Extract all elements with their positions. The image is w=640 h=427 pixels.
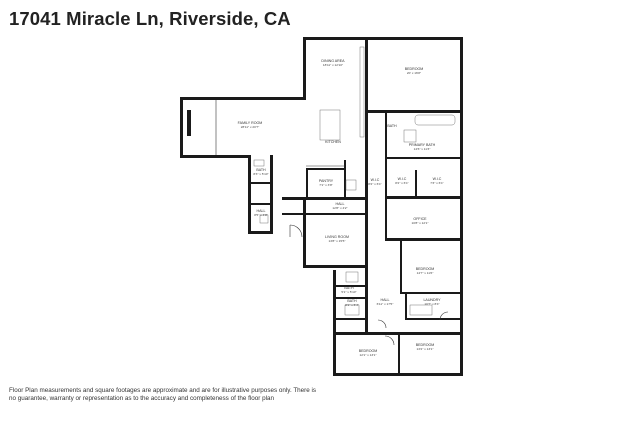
svg-text:W.I.C: W.I.C xyxy=(398,177,407,181)
svg-text:KITCHEN: KITCHEN xyxy=(325,140,341,144)
svg-text:7'1" x 3'8": 7'1" x 3'8" xyxy=(319,183,333,187)
svg-text:14'7" x 11'6": 14'7" x 11'6" xyxy=(417,271,434,275)
svg-text:HALL: HALL xyxy=(336,202,345,206)
svg-text:OFFICE: OFFICE xyxy=(413,217,427,221)
svg-text:LIVING ROOM: LIVING ROOM xyxy=(325,235,349,239)
svg-text:7'3" x 6'1": 7'3" x 6'1" xyxy=(430,181,444,185)
svg-text:BATH: BATH xyxy=(344,286,354,290)
svg-text:13'2" x 13'1": 13'2" x 13'1" xyxy=(417,347,434,351)
svg-text:5'1" x 5'10": 5'1" x 5'10" xyxy=(341,290,356,294)
room-label-wic1: W.I.C8'2" x 6'1" xyxy=(395,177,409,185)
fixtures xyxy=(215,46,456,346)
room-label-wic3: W.I.C8'2" x 6'1" xyxy=(368,178,382,186)
disclaimer-text: Floor Plan measurements and square foota… xyxy=(9,387,317,403)
svg-text:8'2" x 6'1": 8'2" x 6'1" xyxy=(395,181,409,185)
svg-text:12'8" x 4'2": 12'8" x 4'2" xyxy=(332,206,347,210)
svg-text:14'6" x 11'3": 14'6" x 11'3" xyxy=(414,147,431,151)
svg-text:BEDROOM: BEDROOM xyxy=(405,67,424,71)
svg-text:8'1" x 5'4": 8'1" x 5'4" xyxy=(345,303,359,307)
svg-text:28'11" x 20'7": 28'11" x 20'7" xyxy=(241,125,259,129)
svg-text:BATH: BATH xyxy=(387,124,397,128)
svg-text:PRIMARY BATH: PRIMARY BATH xyxy=(409,143,436,147)
svg-text:10'7" x 8'4": 10'7" x 8'4" xyxy=(424,302,439,306)
svg-text:BEDROOM: BEDROOM xyxy=(359,349,378,353)
svg-text:PANTRY: PANTRY xyxy=(319,179,334,183)
svg-text:13'8" x 15'5": 13'8" x 15'5" xyxy=(329,239,346,243)
svg-text:BATH: BATH xyxy=(347,299,357,303)
svg-text:8'2" x 6'1": 8'2" x 6'1" xyxy=(368,182,382,186)
svg-text:W.I.C: W.I.C xyxy=(433,177,442,181)
svg-text:FAMILY ROOM: FAMILY ROOM xyxy=(238,121,263,125)
room-label-kitchen: KITCHEN xyxy=(325,140,341,144)
svg-text:BEDROOM: BEDROOM xyxy=(416,343,435,347)
walls xyxy=(180,37,463,376)
svg-text:6'11" x 17'5": 6'11" x 17'5" xyxy=(377,302,394,306)
svg-text:8'3" x 5'10": 8'3" x 5'10" xyxy=(253,172,268,176)
svg-text:10'8" x 12'1": 10'8" x 12'1" xyxy=(412,221,429,225)
svg-text:BATH: BATH xyxy=(256,168,266,172)
room-label-wic2: W.I.C7'3" x 6'1" xyxy=(430,177,444,185)
svg-text:LAUNDRY: LAUNDRY xyxy=(423,298,441,302)
svg-text:BEDROOM: BEDROOM xyxy=(416,267,435,271)
svg-text:18'11" x 12'10": 18'11" x 12'10" xyxy=(323,63,343,67)
svg-text:20' x 16'8": 20' x 16'8" xyxy=(407,71,421,75)
page-title: 17041 Miracle Ln, Riverside, CA xyxy=(9,8,291,29)
svg-text:HALL: HALL xyxy=(257,209,266,213)
svg-text:12'1" x 13'1": 12'1" x 13'1" xyxy=(360,353,377,357)
room-label-bath1: BATH xyxy=(387,124,397,128)
svg-text:DINING AREA: DINING AREA xyxy=(321,59,345,63)
svg-text:W.I.C: W.I.C xyxy=(371,178,380,182)
svg-text:8'5" x 4'8": 8'5" x 4'8" xyxy=(254,213,268,217)
svg-text:HALL: HALL xyxy=(381,298,390,302)
